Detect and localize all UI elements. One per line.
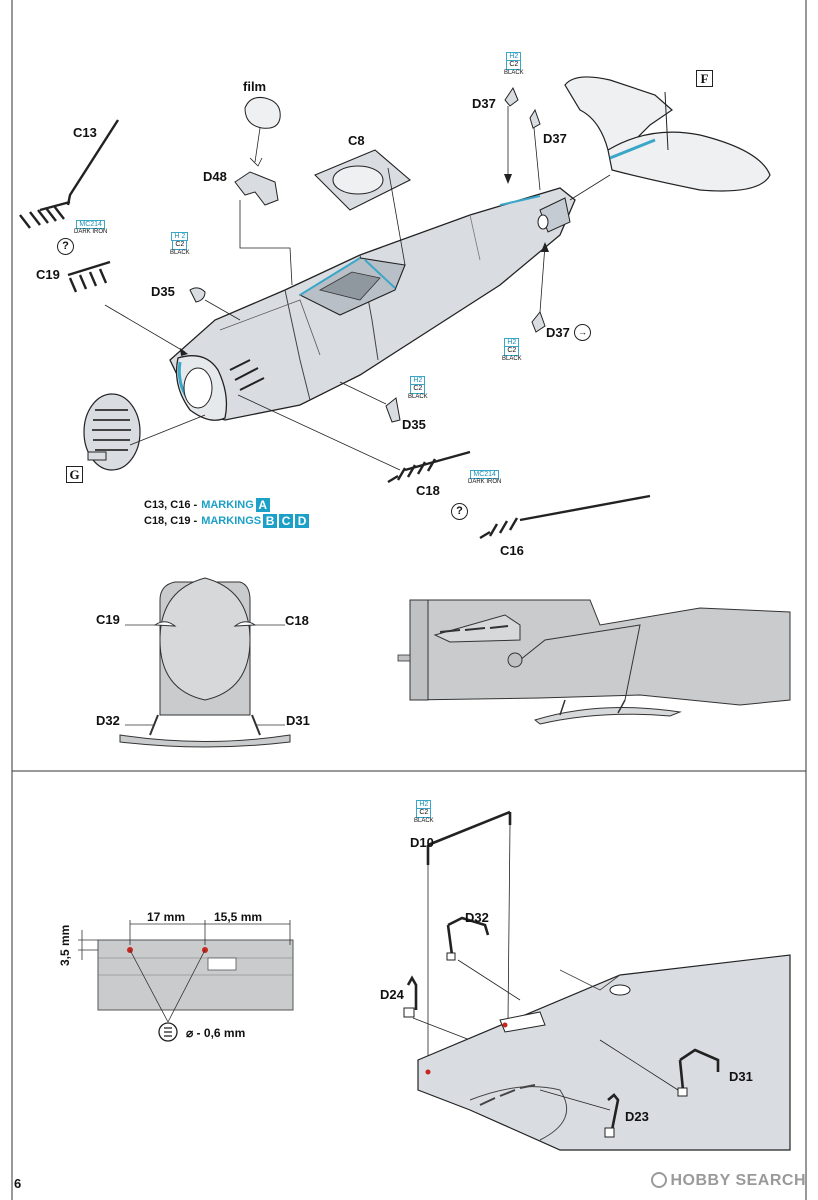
question-mark-icon: ? [57,238,74,255]
subassembly-g-label: G [66,466,83,483]
label-c18: C18 [416,483,440,498]
side-view-fuselage [409,599,791,706]
label-d31: D31 [729,1069,753,1084]
label-d37-side: D37 [546,325,570,340]
label-c13: C13 [73,125,97,140]
part-d35-left-shape [189,287,206,303]
label-d32: D32 [465,910,489,925]
part-c19-shape [67,260,111,293]
watermark-logo-icon [650,1172,667,1188]
paint-callout: H2 C2 BLACK [502,338,522,362]
part-d48-shape [234,171,279,206]
label-d10: D10 [410,835,434,850]
part-d35-bottom-shape [385,397,401,423]
label-d24: D24 [380,987,404,1002]
tailplane-shape [607,131,771,192]
paint-callout: MC214 DARK IRON [74,220,108,236]
label-c19: C19 [36,267,60,282]
dimension-width-2: 15,5 mm [214,910,263,924]
dimension-height: 3,5 mm [58,924,72,966]
part-c18-shape [387,450,471,484]
part-d37-left-shape [504,86,519,107]
part-c16-shape [479,494,651,540]
marking-badge: C [279,514,294,528]
part-d24-shape [406,975,418,1010]
paint-callout: H2 C2 BLACK [504,52,524,76]
label-film: film [243,79,267,94]
label-d35-left: D35 [151,284,175,299]
part-d23-shape [607,1093,620,1131]
paint-callout: H2 C2 BLACK [414,800,434,824]
label-front-d31: D31 [286,713,310,728]
watermark: HOBBY SEARCH [650,1172,807,1190]
marking-badge: D [295,514,310,528]
marking-badge: B [263,514,278,528]
label-d48: D48 [203,169,227,184]
part-d10-shape [426,810,512,865]
part-d32-shape [446,916,490,956]
label-d23: D23 [625,1109,649,1124]
label-d35-bottom: D35 [402,417,426,432]
panel-line [284,289,311,401]
front-view-cowl [159,577,251,701]
part-film-shape [244,97,281,129]
markings-legend: C13, C16 - MARKING A C18, C19 - MARKINGS… [144,497,310,529]
label-front-c19: C19 [96,612,120,627]
legend-row: C18, C19 - MARKINGS B C D [144,513,310,529]
part-d37-side-shape [531,310,546,333]
legend-row: C13, C16 - MARKING A [144,497,309,513]
part-c13-shape [19,119,120,229]
drill-mark-4 [425,1069,431,1075]
fuselage-body [169,187,576,421]
subassembly-f-label: F [696,70,713,87]
question-mark-icon: ? [451,503,468,520]
dimension-width-1: 17 mm [147,910,186,924]
part-d31-shape [678,1048,720,1091]
drill-mark-3 [502,1022,508,1028]
label-c8: C8 [348,133,365,148]
part-d37-right-shape [529,108,541,129]
paint-callout: H2 C2 BLACK [408,376,428,400]
label-c16: C16 [500,543,524,558]
label-front-c18: C18 [285,613,309,628]
label-d37-top-right: D37 [543,131,567,146]
page-number: 6 [14,1176,22,1191]
detail-fuselage [417,954,791,1151]
label-d37-top-left: D37 [472,96,496,111]
label-front-d32: D32 [96,713,120,728]
dimension-drill: ⌀ - 0,6 mm [186,1026,246,1040]
rotate-view-icon: → [574,324,591,341]
tail-fin-shape [564,76,673,156]
paint-callout: MC214 DARK IRON [468,470,502,486]
marking-badge: A [255,498,270,512]
paint-callout: H 2 C2 BLACK [170,232,190,256]
